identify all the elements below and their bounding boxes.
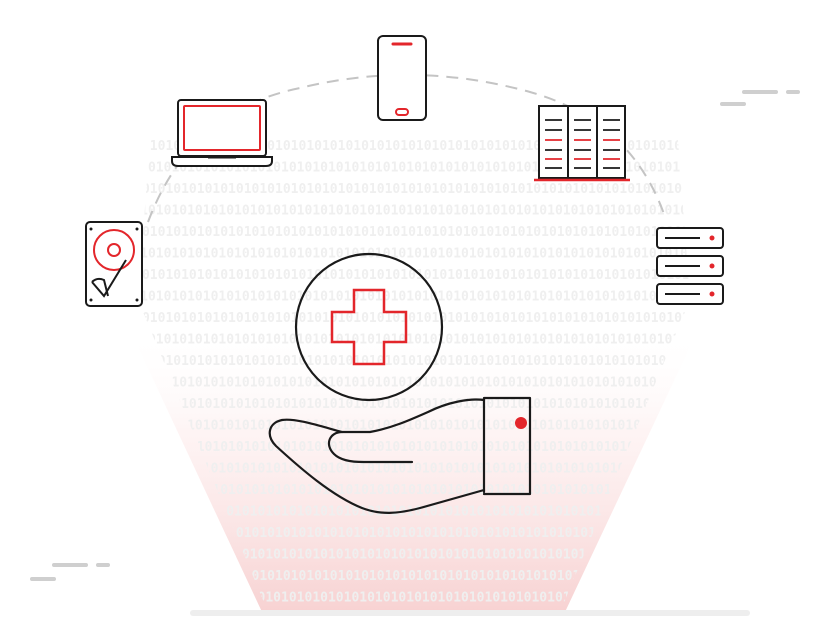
hard-drive-icon xyxy=(85,221,143,307)
binary-row: 0101010101010101010101010101010101010101… xyxy=(95,440,721,455)
floor-shadow xyxy=(190,610,750,616)
binary-row: 0101010101010101010101010101010101010101… xyxy=(95,268,721,283)
binary-row: 0101010101010101010101010101010101010101… xyxy=(95,397,721,412)
medical-cross-icon xyxy=(294,252,444,402)
binary-row: 0101010101010101010101010101010101010101… xyxy=(101,548,727,563)
binary-row: 0101010101010101010101010101010101010101… xyxy=(95,225,721,240)
smartphone-icon xyxy=(377,35,427,121)
binary-row: 0101010101010101010101010101010101010101… xyxy=(101,333,727,348)
binary-data-background: 0101010101010101010101010101010101010101… xyxy=(95,139,727,606)
binary-row: 0101010101010101010101010101010101010101… xyxy=(101,591,727,606)
decorative-dashes-bottom-left xyxy=(30,563,110,581)
binary-row: 0101010101010101010101010101010101010101… xyxy=(101,204,727,219)
binary-row: 0101010101010101010101010101010101010101… xyxy=(95,483,721,498)
binary-row: 0101010101010101010101010101010101010101… xyxy=(95,182,721,197)
binary-row: 0101010101010101010101010101010101010101… xyxy=(95,311,721,326)
binary-row: 0101010101010101010101010101010101010101… xyxy=(101,290,727,305)
binary-row: 0101010101010101010101010101010101010101… xyxy=(95,526,721,541)
binary-row: 0101010101010101010101010101010101010101… xyxy=(101,376,727,391)
open-hand-icon xyxy=(268,396,532,514)
server-rack-icon xyxy=(534,105,630,182)
server-stack-icon xyxy=(656,227,724,305)
binary-row: 0101010101010101010101010101010101010101… xyxy=(101,419,727,434)
binary-row: 0101010101010101010101010101010101010101… xyxy=(101,462,727,477)
laptop-icon xyxy=(171,99,273,167)
binary-row: 0101010101010101010101010101010101010101… xyxy=(101,247,727,262)
binary-row: 0101010101010101010101010101010101010101… xyxy=(101,505,727,520)
binary-row: 0101010101010101010101010101010101010101… xyxy=(95,354,721,369)
decorative-dashes-top-right xyxy=(720,90,800,106)
binary-row: 0101010101010101010101010101010101010101… xyxy=(95,569,721,584)
glow-beam xyxy=(130,330,698,612)
